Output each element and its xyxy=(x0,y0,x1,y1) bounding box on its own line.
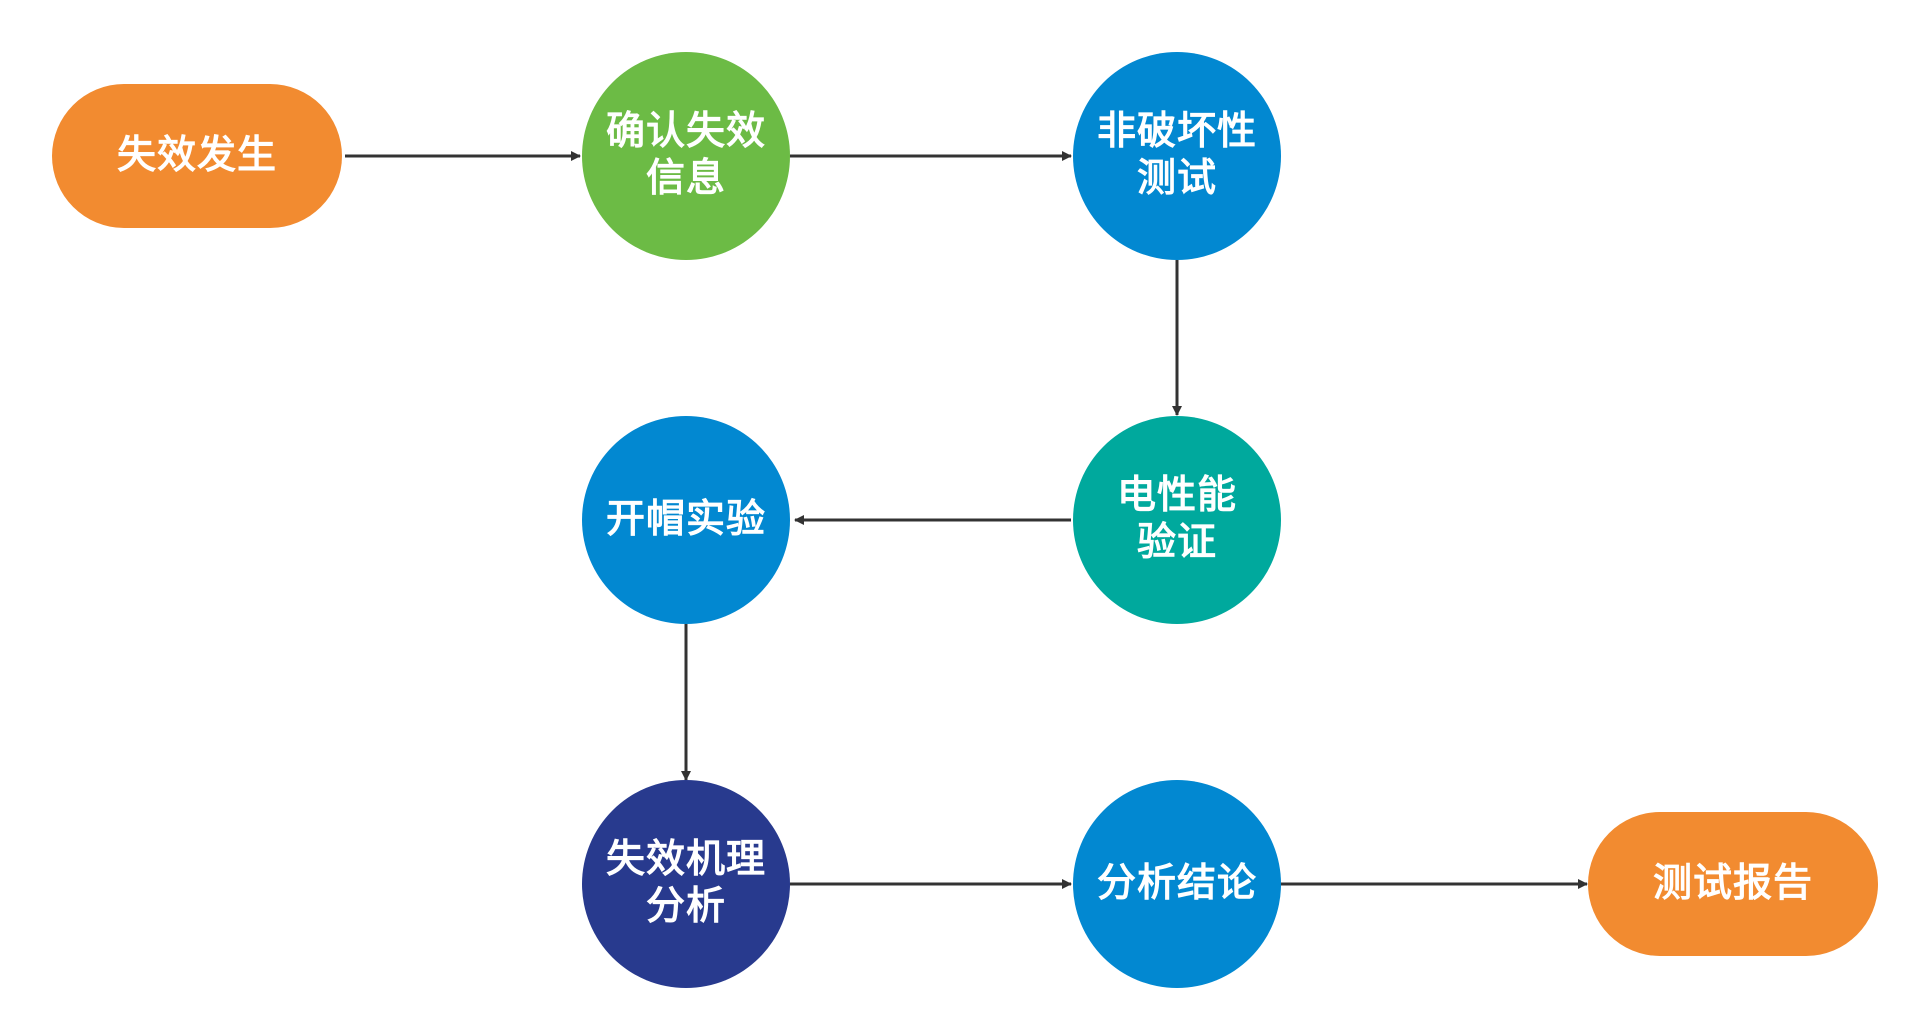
node-failure-occurs[interactable]: 失效发生 xyxy=(52,84,342,228)
node-electrical-verification[interactable]: 电性能 验证 xyxy=(1073,416,1281,624)
node-confirm-failure-info-label: 确认失效 信息 xyxy=(605,109,766,201)
node-analysis-conclusion-label: 分析结论 xyxy=(1096,860,1257,906)
node-test-report-label: 测试报告 xyxy=(1652,860,1813,906)
node-electrical-verification-label: 电性能 验证 xyxy=(1116,473,1237,565)
node-failure-mechanism-analysis[interactable]: 失效机理 分析 xyxy=(582,780,790,988)
node-nondestructive-test[interactable]: 非破坏性 测试 xyxy=(1073,52,1281,260)
node-analysis-conclusion[interactable]: 分析结论 xyxy=(1073,780,1281,988)
node-test-report[interactable]: 测试报告 xyxy=(1588,812,1878,956)
node-failure-mechanism-analysis-label: 失效机理 分析 xyxy=(605,837,766,929)
node-decap-experiment[interactable]: 开帽实验 xyxy=(582,416,790,624)
node-decap-experiment-label: 开帽实验 xyxy=(605,496,766,542)
node-confirm-failure-info[interactable]: 确认失效 信息 xyxy=(582,52,790,260)
node-failure-occurs-label: 失效发生 xyxy=(116,132,277,178)
node-nondestructive-test-label: 非破坏性 测试 xyxy=(1096,109,1257,201)
